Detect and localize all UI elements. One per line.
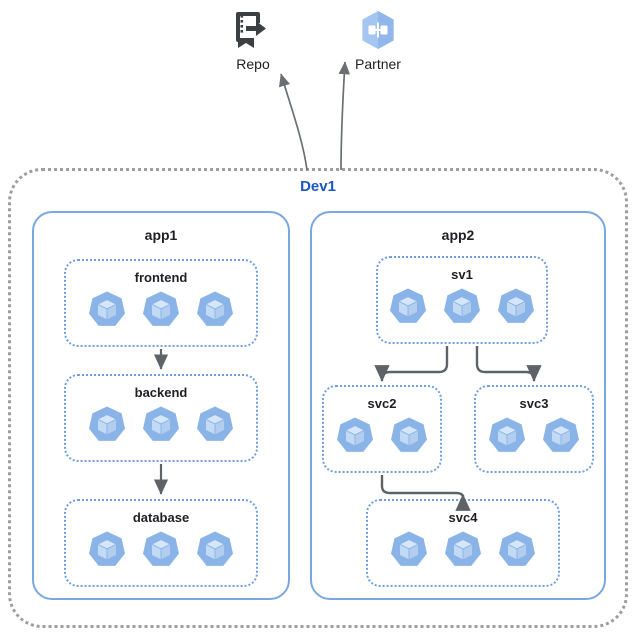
cluster-dev1[interactable] (8, 168, 628, 628)
pod-icon[interactable] (140, 529, 182, 571)
pod-icon[interactable] (140, 289, 182, 331)
pod-icon[interactable] (486, 415, 528, 457)
service-title-svc4: svc4 (448, 510, 478, 525)
service-title-sv1: sv1 (451, 267, 473, 282)
pod-icon[interactable] (86, 404, 128, 446)
cluster-title-dev1: Dev1 (300, 178, 336, 195)
service-box-svc3[interactable]: svc3 (474, 385, 594, 473)
pod-row-sv1 (378, 286, 546, 328)
pod-icon[interactable] (540, 415, 582, 457)
pod-icon[interactable] (334, 415, 376, 457)
service-box-frontend[interactable]: frontend (64, 259, 258, 347)
pod-icon[interactable] (495, 286, 537, 328)
service-box-database[interactable]: database (64, 499, 258, 587)
external-node-label: Partner (355, 56, 401, 72)
app-box-app1[interactable]: app1 (32, 211, 290, 600)
edge-dev1-to-repo (278, 73, 308, 171)
edge-dev1-to-partner (338, 61, 351, 171)
app-box-app2[interactable]: app2 (310, 211, 606, 600)
pod-icon[interactable] (388, 529, 430, 571)
pod-icon[interactable] (86, 529, 128, 571)
pod-row-svc3 (476, 415, 592, 457)
pod-icon[interactable] (388, 415, 430, 457)
service-title-svc3: svc3 (519, 396, 549, 411)
service-box-svc4[interactable]: svc4 (366, 499, 560, 587)
pod-row-svc2 (324, 415, 440, 457)
pod-icon[interactable] (86, 289, 128, 331)
service-title-backend: backend (134, 385, 188, 400)
pod-icon[interactable] (441, 286, 483, 328)
app-title-app1: app1 (144, 227, 178, 243)
service-title-database: database (132, 510, 190, 525)
service-box-backend[interactable]: backend (64, 374, 258, 462)
pod-icon[interactable] (140, 404, 182, 446)
pod-icon[interactable] (442, 529, 484, 571)
pod-icon[interactable] (194, 404, 236, 446)
external-node-label: Repo (236, 56, 270, 72)
pod-icon[interactable] (387, 286, 429, 328)
service-title-frontend: frontend (134, 270, 188, 285)
pod-icon[interactable] (496, 529, 538, 571)
service-title-svc2: svc2 (367, 396, 397, 411)
app-title-app2: app2 (441, 227, 475, 243)
external-node-partner[interactable]: Partner (330, 8, 426, 72)
service-box-sv1[interactable]: sv1 (376, 256, 548, 344)
pod-row-backend (66, 404, 256, 446)
pod-row-database (66, 529, 256, 571)
service-box-svc2[interactable]: svc2 (322, 385, 442, 473)
pod-row-frontend (66, 289, 256, 331)
external-node-repo[interactable]: Repo (205, 8, 301, 72)
pod-icon[interactable] (194, 529, 236, 571)
partner-interconnect-icon (356, 8, 400, 52)
pod-icon[interactable] (194, 289, 236, 331)
pod-row-svc4 (368, 529, 558, 571)
repo-icon (231, 8, 275, 52)
